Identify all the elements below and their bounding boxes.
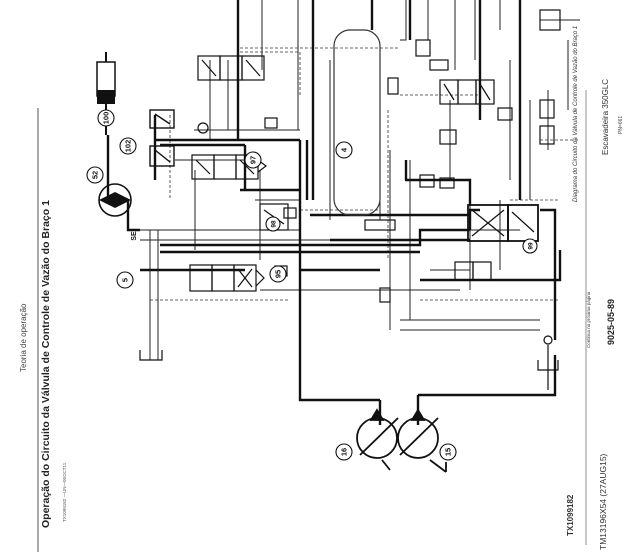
callout-5: 5: [121, 278, 130, 282]
callout-52: 52: [91, 171, 100, 179]
label-se: SE: [131, 231, 138, 241]
motor-icon: [98, 183, 132, 217]
callout-97: 97: [249, 156, 258, 164]
callout-100: 100: [102, 112, 111, 125]
callout-98: 98: [271, 220, 278, 228]
callout-95: 95: [274, 270, 283, 278]
callout-16: 16: [340, 448, 349, 456]
pump-icon: [356, 408, 447, 473]
callout-102: 102: [124, 140, 133, 153]
callout-99: 99: [528, 242, 535, 250]
cylinder-icon: [96, 52, 116, 135]
callout-4: 4: [340, 147, 349, 152]
callout-15: 15: [444, 448, 453, 456]
